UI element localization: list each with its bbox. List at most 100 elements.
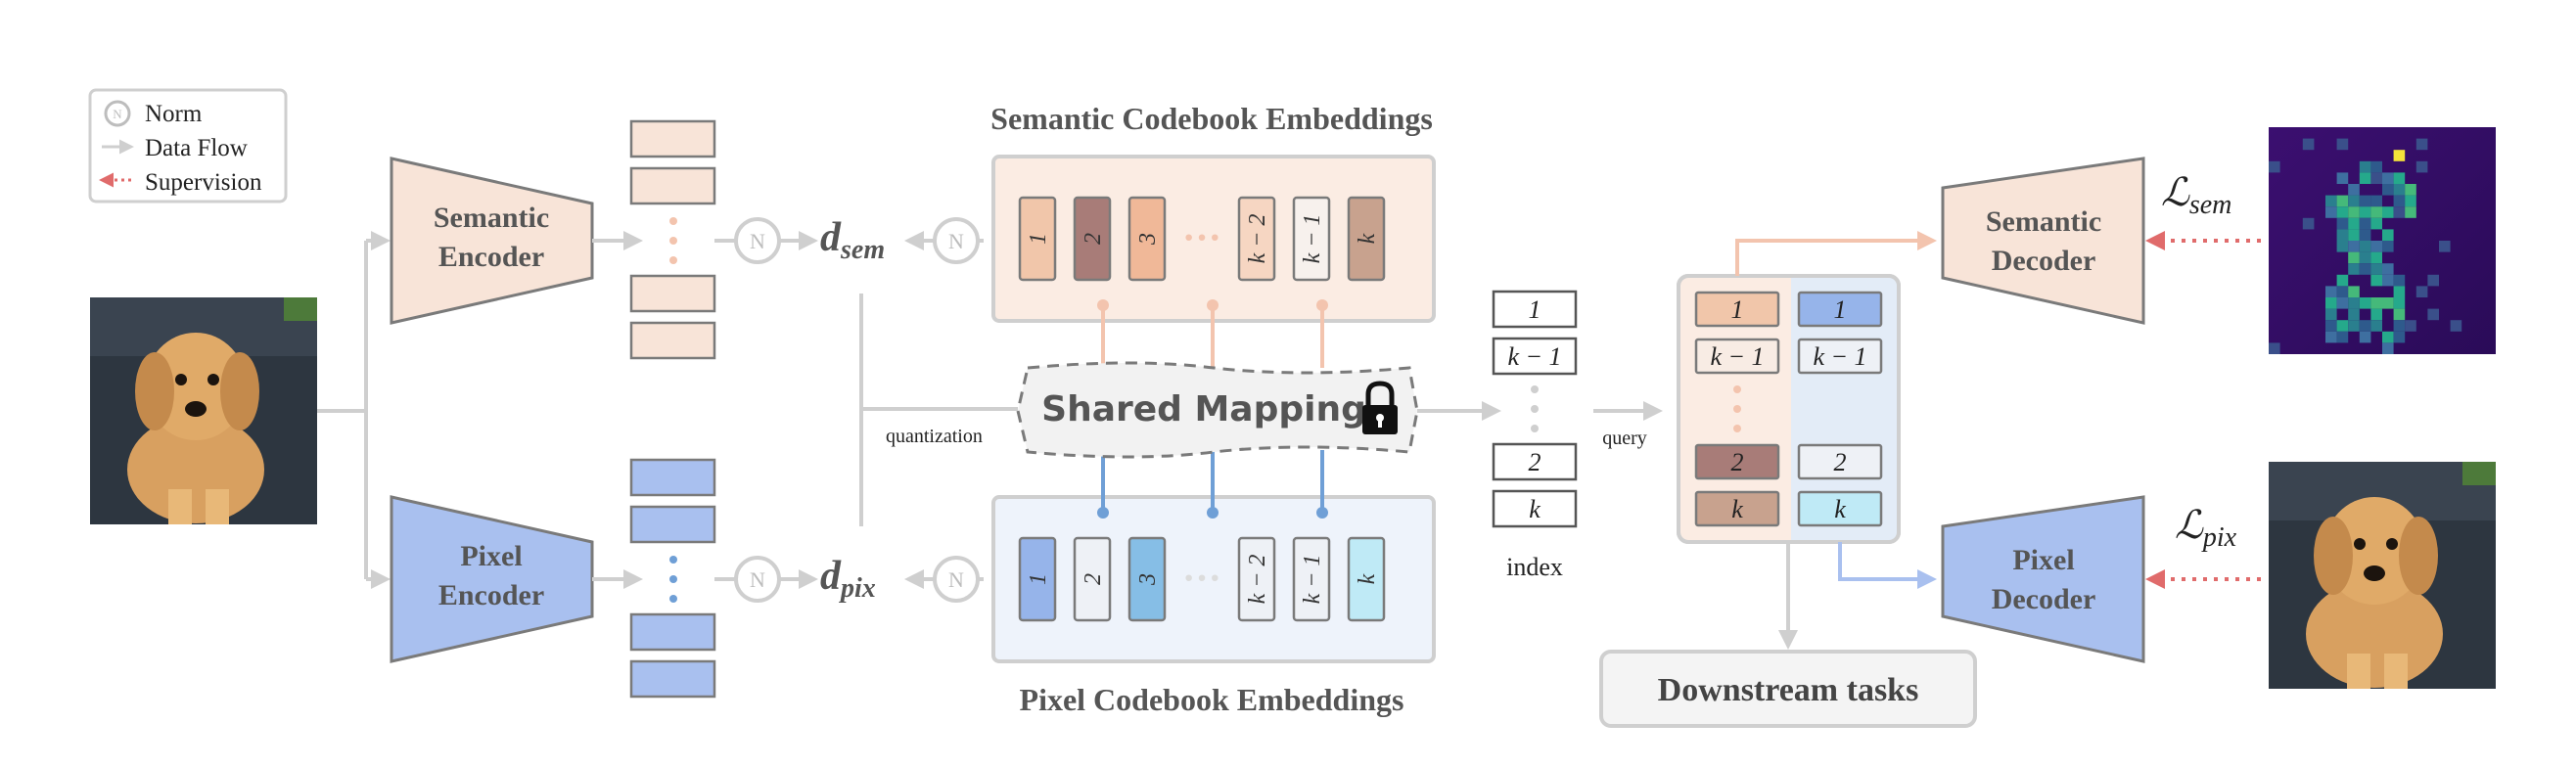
semantic-codebook-entry	[1127, 196, 1167, 282]
query-label: query	[1602, 428, 1647, 449]
pixel-codebook-entry-label: k − 2	[1245, 555, 1270, 605]
loss-pix-label: ℒpix	[2175, 503, 2237, 553]
index-entry-label: 1	[1529, 295, 1541, 324]
semantic-codebook-entry	[1018, 196, 1057, 282]
selected-ellipsis-dot	[1733, 385, 1741, 393]
index-entry-label: k − 1	[1507, 342, 1561, 371]
downstream-tasks-box	[1599, 650, 1977, 728]
quantization-connector: quantization	[859, 294, 1018, 526]
pixel-decoder-label-2: Decoder	[1992, 583, 2096, 615]
semantic-decoder-label-2: Decoder	[1992, 245, 2096, 277]
semantic-codebook-ellipsis: ···	[1182, 215, 1221, 259]
pixel-decoder: Pixel Decoder	[1941, 495, 2145, 663]
semantic-selected-label: k	[1731, 495, 1743, 523]
norm-letter: N	[750, 567, 765, 592]
pixel-selected-label: k	[1834, 495, 1846, 523]
semantic-codebook-entry-label: k	[1355, 233, 1380, 244]
pixel-encoder-label-1: Pixel	[460, 540, 522, 572]
semantic-selected-entry	[1694, 291, 1780, 328]
input-dog-image	[90, 297, 317, 524]
semantic-selected-label: k − 1	[1710, 342, 1764, 371]
index-entry-label: k	[1529, 495, 1541, 523]
semantic-codebook-entry-label: k − 2	[1245, 214, 1270, 264]
semantic-encoder: Semantic Encoder	[390, 157, 594, 325]
pixel-selected-entry	[1797, 490, 1883, 527]
semantic-codebook-entry	[1292, 196, 1331, 282]
loss-sem-label: ℒsem	[2161, 170, 2231, 220]
shared-mapping-label: Shared Mapping	[1041, 389, 1366, 429]
index-entry	[1492, 337, 1578, 376]
reconstructed-dog-image	[2269, 462, 2496, 689]
semantic-selected-entry	[1694, 443, 1780, 480]
index-entry	[1492, 442, 1578, 481]
lock-icon	[1362, 381, 1398, 434]
norm-letter: N	[948, 567, 964, 592]
pixel-codebook-entry	[1292, 536, 1331, 622]
semantic-codebook-entry-label: 3	[1135, 233, 1161, 246]
semantic-codebook-entry	[1237, 196, 1276, 282]
pixel-codebook-entry-label: 3	[1135, 573, 1161, 586]
index-ellipsis-dot	[1531, 425, 1539, 432]
legend-supervision-label: Supervision	[145, 169, 262, 196]
semantic-codebook-title: Semantic Codebook Embeddings	[990, 101, 1433, 136]
index-entry	[1492, 489, 1578, 528]
pixel-codebook-entry-label: 2	[1081, 573, 1106, 585]
heatmap-peak	[2393, 150, 2406, 161]
norm-icon-letter: N	[113, 107, 122, 121]
pixel-codebook-entry	[1127, 536, 1167, 622]
semantic-selected-entry	[1694, 490, 1780, 527]
pixel-codebook-norm: N	[904, 556, 984, 603]
semantic-codebook-entry	[1347, 196, 1386, 282]
index-ellipsis-dot	[1531, 405, 1539, 413]
semantic-feature-map-image	[2269, 127, 2496, 354]
index-column: 1 k − 1 2 k	[1492, 290, 1578, 528]
pixel-codebook-title: Pixel Codebook Embeddings	[1020, 682, 1404, 717]
semantic-decoder: Semantic Decoder	[1941, 157, 2145, 325]
index-entry	[1492, 290, 1578, 329]
pixel-encoder: Pixel Encoder	[390, 495, 594, 663]
pixel-codebook-entry	[1347, 536, 1386, 622]
pixel-codebook-entry	[1018, 536, 1057, 622]
semantic-codebook-entry-label: k − 1	[1300, 214, 1325, 264]
legend-dataflow-label: Data Flow	[145, 135, 248, 161]
semantic-feature-stack	[629, 119, 716, 360]
selected-ellipsis-dot	[1733, 425, 1741, 432]
semantic-encoder-label-2: Encoder	[438, 241, 544, 273]
semantic-selected-entry	[1694, 338, 1780, 375]
pixel-decoder-label-1: Pixel	[2012, 544, 2074, 576]
index-entry-label: 2	[1529, 448, 1541, 476]
semantic-norm-path: N	[714, 217, 818, 264]
pixel-codebook-entry-label: k	[1355, 573, 1380, 584]
quantization-label: quantization	[886, 426, 983, 447]
norm-icon	[104, 100, 131, 127]
d-pix-label: dpix	[820, 554, 876, 604]
pixel-codebook-entry-label: k − 1	[1300, 555, 1325, 605]
pixel-selected-entry	[1797, 291, 1883, 328]
input-branch	[317, 231, 391, 589]
pixel-codebook-entries: 1 2 3 ··· k − 2 k − 1 k	[1018, 536, 1386, 622]
pixel-codebook-ellipsis: ···	[1182, 556, 1221, 600]
pixel-selected-label: 1	[1834, 295, 1847, 324]
pixel-feature-stack	[629, 458, 716, 699]
shared-mapping: Shared Mapping	[1016, 361, 1419, 459]
d-sem-label: dsem	[820, 215, 885, 265]
semantic-selected-label: 1	[1731, 295, 1744, 324]
semantic-links	[1097, 299, 1328, 368]
pixel-links	[1097, 450, 1328, 519]
pixel-codebook-entry-label: 1	[1026, 573, 1051, 585]
index-label: index	[1506, 553, 1563, 581]
pixel-norm-path: N	[714, 556, 818, 603]
selected-to-decoders	[1735, 231, 1937, 650]
semantic-decoder-label-1: Semantic	[1986, 205, 2101, 238]
legend: N Norm Data Flow Supervision	[88, 88, 288, 203]
downstream-tasks-label: Downstream tasks	[1658, 672, 1919, 708]
pixel-encoder-label-2: Encoder	[438, 579, 544, 611]
norm-letter: N	[948, 229, 964, 253]
semantic-encoder-label-1: Semantic	[434, 202, 549, 234]
semantic-codebook-entry-label: 1	[1026, 233, 1051, 245]
pixel-selected-entry	[1797, 338, 1883, 375]
